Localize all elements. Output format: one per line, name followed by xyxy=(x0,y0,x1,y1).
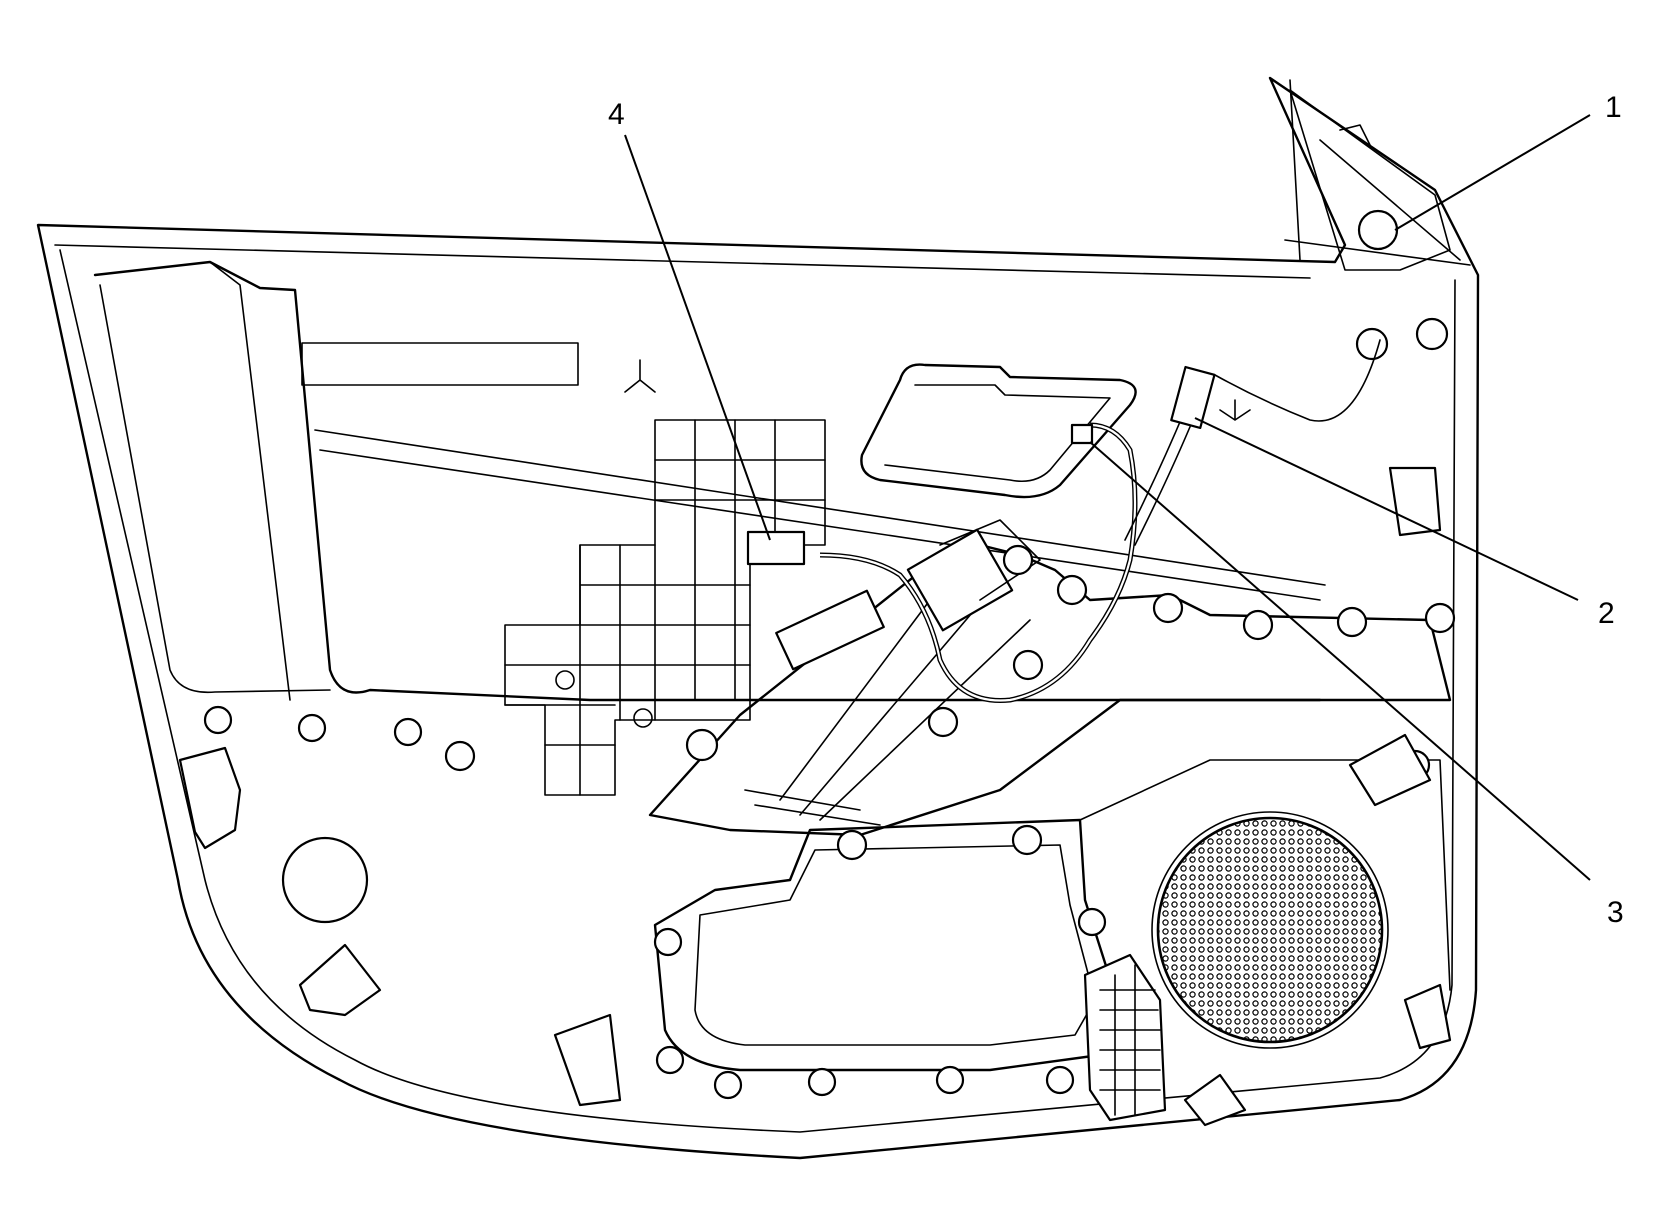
callout-1: 1 xyxy=(1605,91,1622,124)
upper-triangle-area xyxy=(1289,89,1451,271)
clip-brackets xyxy=(178,466,1452,1127)
wiring-harness xyxy=(819,339,1381,703)
connector-2 xyxy=(1170,365,1216,430)
sound-deadener-pad xyxy=(504,419,826,796)
mounting-bosses xyxy=(203,209,1456,1100)
speaker-grille xyxy=(1151,811,1389,1049)
connector-3 xyxy=(1070,423,1094,445)
switch-bezel-area xyxy=(648,519,1452,837)
lower-grid-block xyxy=(1083,953,1167,1122)
connector-4 xyxy=(746,530,806,566)
access-plug xyxy=(281,836,369,924)
callout-3: 3 xyxy=(1607,896,1624,929)
callout-4: 4 xyxy=(608,98,625,131)
callout-leaders xyxy=(624,114,1591,881)
door-handle-opening xyxy=(860,363,1137,499)
retainer-clips xyxy=(624,359,1251,421)
trim-panel-outline xyxy=(36,76,1480,1160)
lower-map-pocket xyxy=(653,759,1451,1072)
armrest-pocket xyxy=(93,260,1326,702)
callout-2: 2 xyxy=(1598,597,1615,630)
